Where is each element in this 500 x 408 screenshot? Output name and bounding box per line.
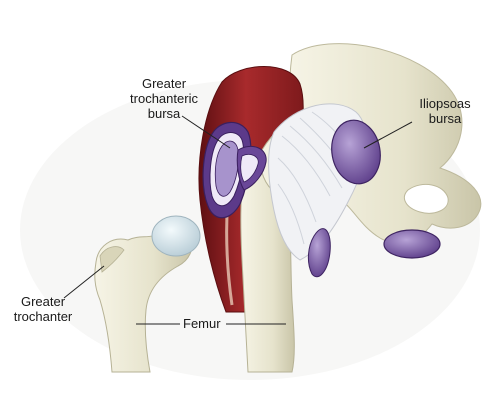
obturator-foramen — [404, 183, 449, 214]
label-gtb-line1: Greater — [141, 76, 187, 91]
label-gt-line2: trochanter — [13, 309, 73, 324]
greater-trochanter-texture — [99, 246, 125, 273]
leader-gtb — [181, 115, 231, 149]
left-femur — [94, 224, 193, 373]
greater-trochanteric-bursa — [202, 121, 267, 219]
ischial-bursa — [383, 229, 441, 259]
label-ilio-line2: bursa — [428, 111, 462, 126]
iliopsoas-bursa — [331, 119, 381, 185]
label-ilio-line1: Iliopsoas — [419, 96, 471, 111]
label-femur: Femur — [183, 316, 221, 331]
leader-iliopsoas — [363, 121, 413, 149]
femoral-head — [151, 215, 201, 257]
leader-lines — [63, 115, 413, 325]
label-gtb-line3: bursa — [147, 106, 181, 121]
label-greater-trochanteric-bursa: Greater trochanteric bursa — [116, 76, 212, 121]
leader-greater-trochanter — [63, 265, 105, 299]
posterior-bursa — [307, 228, 331, 278]
label-greater-trochanter: Greater trochanter — [8, 294, 78, 324]
label-gt-line1: Greater — [20, 294, 66, 309]
label-iliopsoas-bursa: Iliopsoas bursa — [408, 96, 482, 126]
label-gtb-line2: trochanteric — [130, 91, 198, 106]
